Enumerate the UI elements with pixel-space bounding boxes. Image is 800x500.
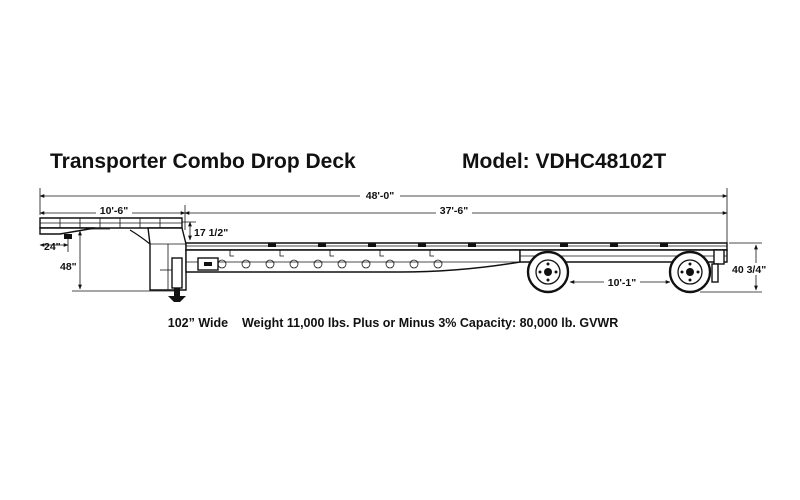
step-height-label: 17 1/2" xyxy=(194,227,228,239)
rear-axle-wheel xyxy=(668,250,712,294)
model-number: Model: VDHC48102T xyxy=(462,150,666,173)
upper-deck-length-dimension: 10'-6" xyxy=(39,204,186,230)
drawing-title: Transporter Combo Drop Deck xyxy=(50,150,356,173)
kingpin-label: 24" xyxy=(44,241,61,253)
upper-deck-height-label: 48" xyxy=(60,261,77,273)
lower-deck xyxy=(185,242,728,273)
step-height-dimension: 17 1/2" xyxy=(178,221,228,241)
lower-deck-height-label: 40 3/4" xyxy=(732,264,766,276)
landing-gear xyxy=(160,257,186,302)
overall-length-dimension: 48'-0" xyxy=(39,188,728,248)
lower-deck-length-label: 37'-6" xyxy=(440,205,469,217)
kingpin-dimension: 24" xyxy=(39,238,69,253)
upper-deck-length-label: 10'-6" xyxy=(100,205,129,217)
upper-deck xyxy=(39,217,183,239)
upper-deck-height-dimension: 48" xyxy=(60,228,175,292)
lower-deck-length-dimension: 37'-6" xyxy=(184,204,728,217)
overall-length-label: 48'-0" xyxy=(366,190,395,202)
spec-line: 102” Wide Weight 11,000 lbs. Plus or Min… xyxy=(168,316,619,330)
front-axle-wheel xyxy=(526,250,570,294)
axle-spread-dimension: 10'-1" xyxy=(569,276,671,289)
axle-spread-label: 10'-1" xyxy=(608,277,637,289)
lower-deck-height-dimension: 40 3/4" xyxy=(700,242,780,293)
